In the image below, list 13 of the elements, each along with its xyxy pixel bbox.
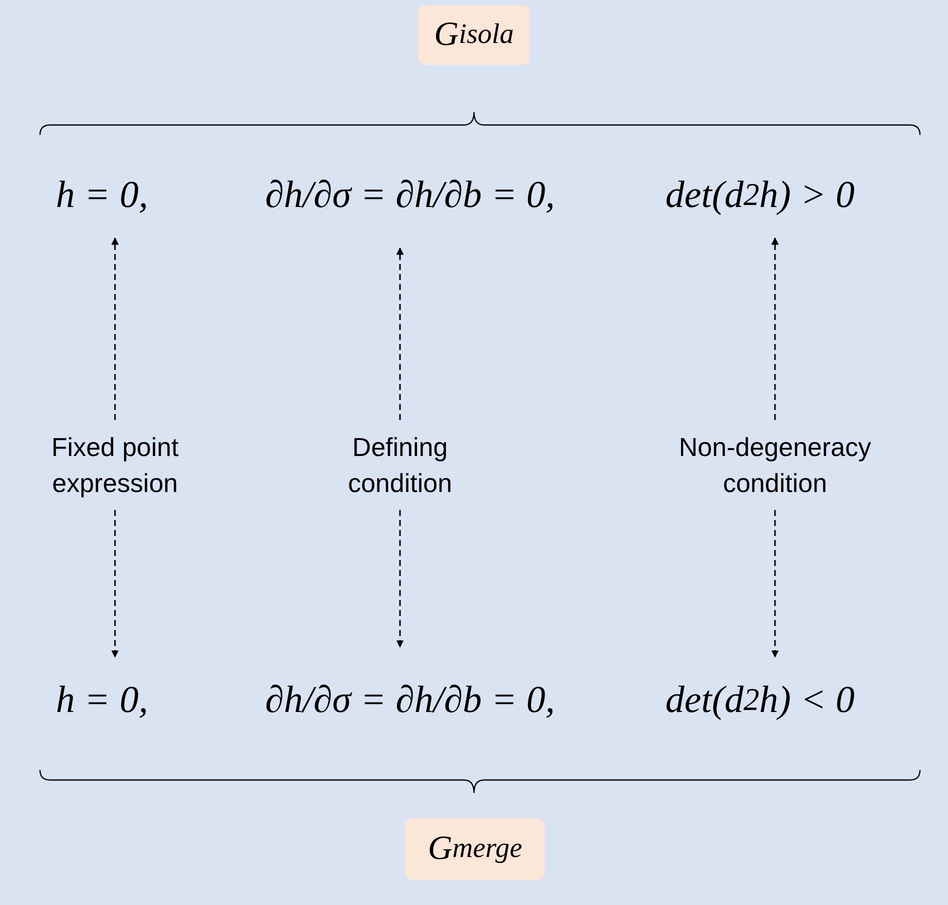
dashed-arrow bbox=[111, 510, 119, 658]
math-formula: h = 0, bbox=[17, 160, 187, 230]
math-formula: ∂h/∂σ = ∂h/∂b = 0, bbox=[225, 655, 595, 745]
dashed-arrow bbox=[396, 247, 404, 420]
math-formula: ∂h/∂σ = ∂h/∂b = 0, bbox=[225, 150, 595, 240]
description-text: Defining condition bbox=[310, 420, 490, 510]
dashed-arrow bbox=[771, 237, 779, 420]
dashed-arrow bbox=[771, 510, 779, 658]
dashed-arrow bbox=[111, 237, 119, 420]
math-formula: h = 0, bbox=[17, 665, 187, 735]
dashed-arrow bbox=[396, 510, 404, 648]
description-text: Non-degeneracy condition bbox=[630, 420, 920, 510]
description-text: Fixed point expression bbox=[10, 420, 220, 510]
